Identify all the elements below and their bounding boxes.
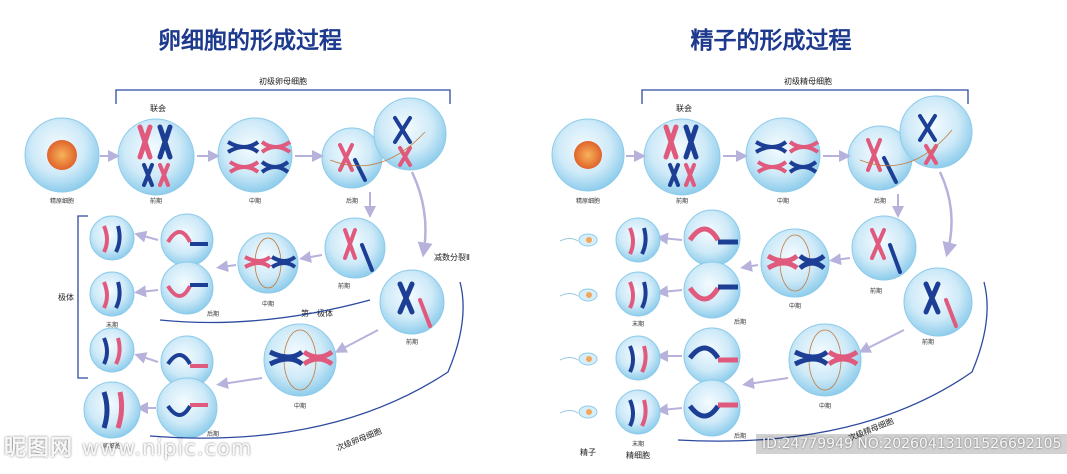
left-label-telophase: 末期: [106, 321, 118, 329]
right-prophase2-cell: [851, 215, 917, 281]
left-first-polar-bracket: [159, 299, 371, 324]
sperm-icon-3: [559, 352, 598, 366]
arrow-icon: [938, 171, 958, 258]
left-label-prophase2b: 前期: [406, 338, 418, 346]
arrow-icon: [334, 329, 379, 353]
right-synapsis-label: 联会: [676, 103, 692, 113]
right-label-prophase: 前期: [676, 197, 688, 205]
right-label-sperm: 精子: [580, 447, 596, 457]
arrow-icon: [134, 230, 159, 243]
arrow-icon: [134, 285, 159, 298]
right-spermatid-3: [615, 335, 661, 381]
watermark-id: ID:24779949 NO:20260413101526692105: [756, 434, 1067, 454]
right-metaphase2a-cell: [760, 228, 830, 298]
left-polar-body-2: [89, 271, 135, 317]
left-ovum-cell: [83, 381, 141, 439]
left-polar-body-3: [89, 327, 135, 373]
right-label-anaphase2b: 后期: [734, 432, 746, 440]
left-secondary-bracket: [149, 281, 464, 439]
left-label-metaphase2a: 中期: [262, 300, 274, 308]
right-label-metaphase2a: 中期: [789, 302, 801, 310]
arrow-icon: [742, 377, 789, 390]
right-label-spermatogonium: 精原细胞: [576, 197, 600, 205]
right-top-bracket: [641, 89, 969, 104]
meiosis-diagram: 卵细胞的形成过程 初级卵母细胞 联会 精原细胞 前期 中期: [24, 27, 988, 460]
left-label-ovum: 卵细胞: [103, 442, 121, 450]
right-anaphase-cell: [847, 95, 973, 191]
right-secondary-bracket: [677, 281, 988, 442]
right-label-telophase2: 末期: [632, 440, 644, 448]
left-label-meiosis2: 减数分裂Ⅱ: [434, 252, 470, 262]
arrow-icon: [216, 260, 237, 273]
right-spermatogonium-cell: [551, 118, 625, 192]
left-oogonium-cell: [24, 117, 100, 193]
left-metaphase-cell: [217, 117, 293, 193]
left-anaphase-cell: [321, 97, 447, 189]
left-metaphase2b-cell: [263, 323, 337, 397]
sperm-icon-1: [559, 233, 598, 247]
left-prophase-cell: [117, 118, 195, 196]
right-spermatid-2: [615, 271, 661, 317]
watermark-site-name: 昵图网: [4, 436, 74, 461]
left-bracket-label: 初级卵母细胞: [259, 76, 307, 86]
left-top-bracket: [115, 89, 451, 104]
left-synapsis-label: 联会: [150, 103, 166, 113]
right-label-metaphase2b: 中期: [819, 402, 831, 410]
arrow-icon: [410, 171, 433, 258]
arrow-icon: [299, 251, 323, 263]
right-anaphase2b-cell: [683, 327, 741, 437]
nucleus-icon: [574, 141, 602, 169]
right-label-spermatid: 精细胞: [626, 450, 650, 460]
sperm-icon-2: [559, 288, 598, 302]
arrow-icon: [216, 377, 263, 390]
right-spermatid-1: [615, 217, 661, 263]
left-label-anaphase2a: 后期: [207, 310, 219, 318]
right-bracket-label: 初级精母细胞: [784, 76, 832, 86]
left-panel: 卵细胞的形成过程 初级卵母细胞 联会 精原细胞 前期 中期: [24, 27, 470, 453]
left-label-anaphase2b: 后期: [207, 430, 219, 438]
right-label-telophase: 末期: [632, 320, 644, 328]
left-label-prophase2: 前期: [338, 282, 350, 290]
left-label-first-polar: 第一极体: [301, 308, 333, 318]
left-label-anaphase: 后期: [346, 197, 358, 205]
left-prophase2-cell: [324, 217, 386, 279]
right-panel: 精子的形成过程 初级精母细胞 联会 精原细胞 前期 中期: [551, 27, 988, 460]
left-polar-body-1: [89, 215, 135, 261]
left-label-metaphase2b: 中期: [294, 402, 306, 410]
left-metaphase2a-cell: [237, 232, 299, 294]
right-secondary-spermatocyte-cell: [903, 267, 973, 337]
right-anaphase2a-cell: [683, 209, 741, 319]
left-anaphase2a-cell: [160, 213, 214, 315]
arrow-icon: [134, 352, 159, 364]
arrow-icon: [858, 329, 905, 353]
right-prophase-cell: [643, 118, 721, 196]
left-label-secondary-oocyte: 次级卵母细胞: [335, 426, 383, 453]
right-label-anaphase: 后期: [874, 197, 886, 205]
sperm-icon-4: [559, 405, 598, 419]
left-label-prophase: 前期: [150, 197, 162, 205]
left-anaphase2b-cell: [156, 335, 218, 439]
arrow-icon: [656, 285, 683, 298]
right-label-metaphase: 中期: [777, 197, 789, 205]
arrow-icon: [656, 232, 683, 245]
right-title: 精子的形成过程: [691, 27, 852, 54]
arrow-icon: [829, 253, 851, 266]
left-title: 卵细胞的形成过程: [158, 27, 342, 54]
left-secondary-oocyte-cell: [379, 269, 445, 335]
right-label-prophase2: 前期: [870, 287, 882, 295]
left-label-metaphase: 中期: [249, 197, 261, 205]
arrow-icon: [740, 260, 759, 272]
right-spermatid-4: [615, 389, 661, 435]
watermark-site-url: www.nipic.com: [81, 436, 253, 460]
arrow-icon: [656, 403, 683, 416]
left-polar-bracket: [77, 215, 88, 379]
left-label-polar-bodies: 极体: [58, 292, 74, 302]
nucleus-icon: [47, 140, 77, 170]
right-label-anaphase2a: 后期: [734, 318, 746, 326]
left-label-oogonium: 精原细胞: [50, 197, 74, 205]
right-label-prophase2b: 前期: [922, 338, 934, 346]
right-metaphase2b-cell: [788, 323, 862, 397]
watermark-site: 昵图网 www.nipic.com: [4, 430, 252, 462]
right-metaphase-cell: [745, 117, 821, 193]
